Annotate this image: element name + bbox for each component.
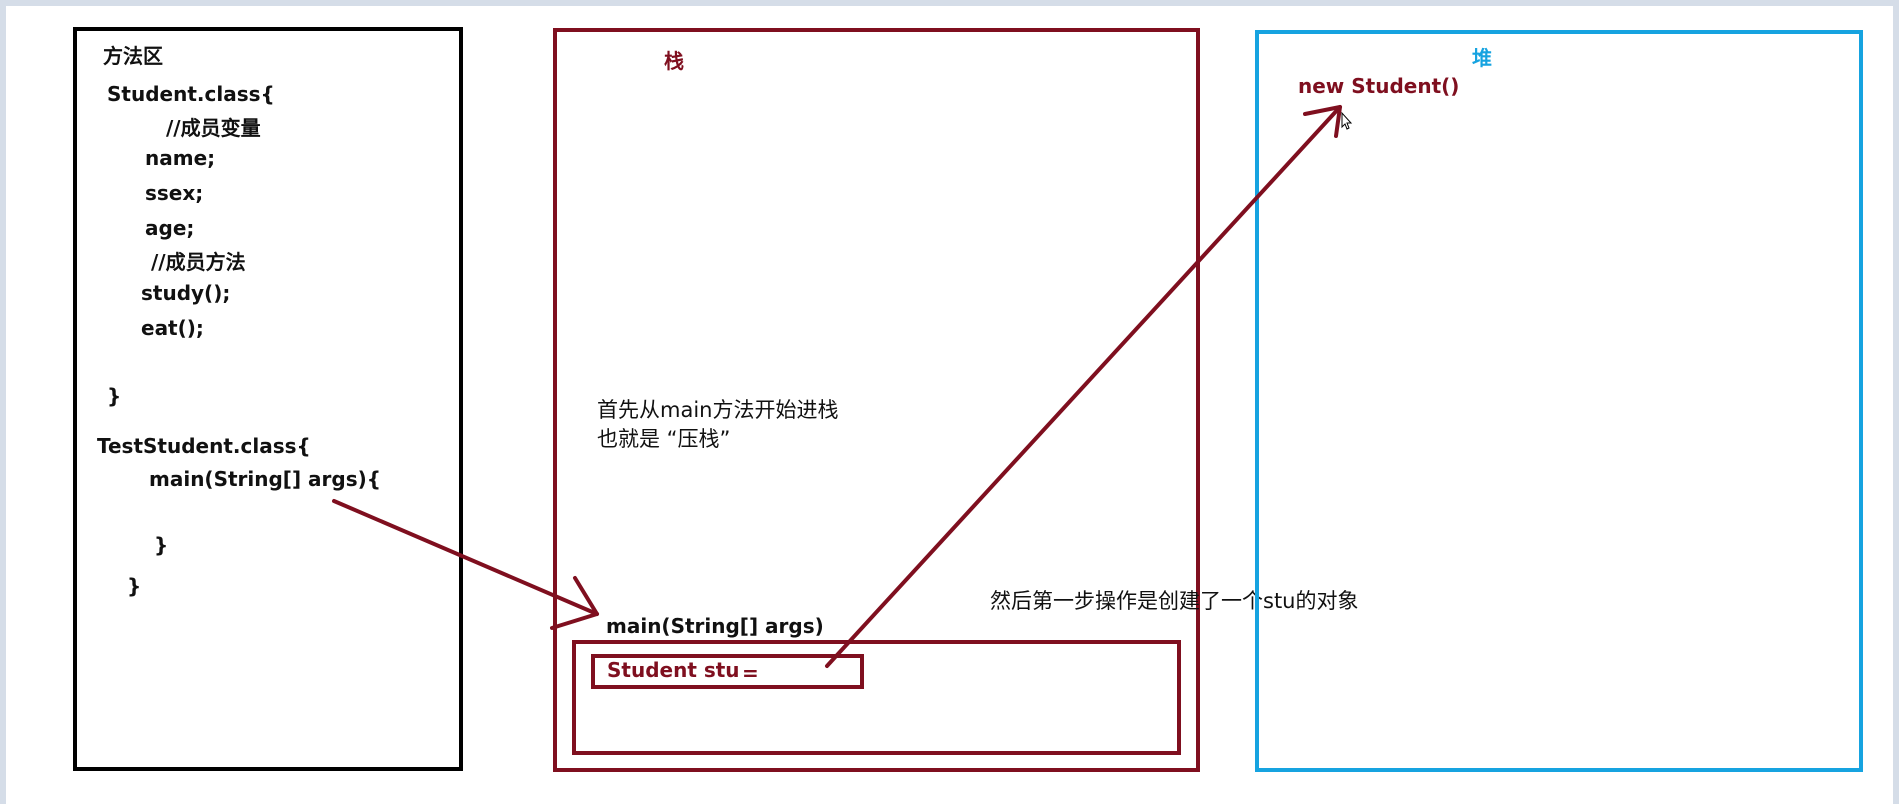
stack-box: [553, 28, 1200, 772]
main-stack-frame: [572, 640, 1181, 755]
code-line-teststudent-class: TestStudent.class{: [97, 434, 311, 458]
stack-note-line1: 首先从main方法开始进栈: [597, 398, 839, 422]
code-line-main-method: main(String[] args){: [149, 467, 382, 491]
stack-frame-label: main(String[] args): [606, 614, 824, 638]
code-line-eat: eat();: [141, 316, 204, 340]
main-to-stack-arrow: [332, 499, 599, 630]
window-top-border: [0, 0, 1899, 6]
code-line-student-class: Student.class{: [107, 82, 275, 106]
method-area-box: [73, 27, 463, 771]
student-stu-variable-box: [591, 654, 864, 689]
code-line-study: study();: [141, 281, 231, 305]
stack-note-line2: 也就是 “压栈”: [597, 427, 731, 451]
stack-title: 栈: [664, 49, 684, 73]
window-left-border: [0, 0, 6, 804]
new-student-object: new Student(): [1298, 74, 1460, 98]
window-right-border: [1893, 0, 1899, 804]
method-area-title: 方法区: [103, 44, 163, 68]
code-line-teststudent-close: }: [127, 574, 142, 598]
cursor-icon: [1341, 111, 1353, 130]
code-line-age: age;: [145, 216, 195, 240]
code-line-ssex: ssex;: [145, 181, 204, 205]
step-note: 然后第一步操作是创建了一个stu的对象: [990, 589, 1359, 613]
heap-box: [1255, 30, 1863, 772]
student-stu-label: Student stu: [607, 658, 740, 682]
stu-to-heap-arrow: [825, 105, 1342, 668]
assign-symbol: =: [742, 661, 759, 685]
code-line-student-close: }: [107, 384, 122, 408]
code-line-member-methods-comment: //成员方法: [151, 250, 246, 274]
code-line-member-vars-comment: //成员变量: [166, 116, 261, 140]
code-line-main-close: }: [154, 533, 169, 557]
code-line-name: name;: [145, 146, 216, 170]
heap-title: 堆: [1472, 46, 1492, 70]
